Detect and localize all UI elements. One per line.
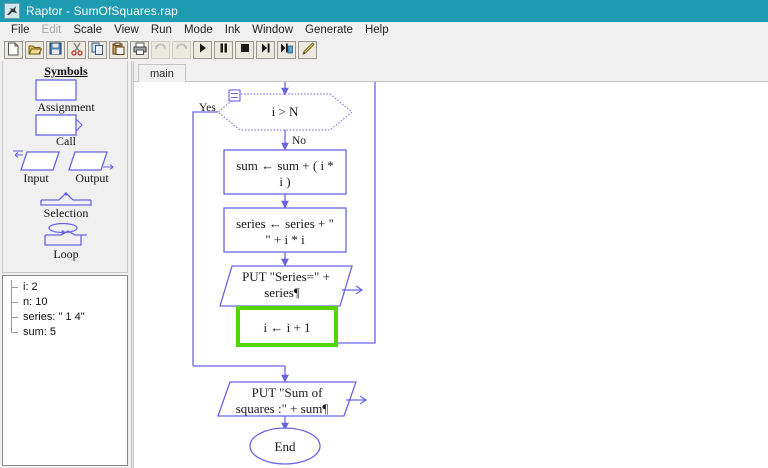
pause-icon[interactable] xyxy=(214,41,233,59)
end-label: End xyxy=(275,439,296,454)
watch-variable-series: series: " 1 4" xyxy=(3,310,127,325)
flowchart-edges xyxy=(192,82,376,431)
symbol-selection-shape[interactable] xyxy=(39,189,93,212)
menu-file[interactable]: File xyxy=(11,24,30,36)
symbol-call-label: Call xyxy=(56,134,76,148)
save-file-icon[interactable] xyxy=(46,41,65,59)
symbol-call-shape[interactable] xyxy=(35,114,87,141)
copy-icon[interactable] xyxy=(88,41,107,59)
pen-ink-icon[interactable] xyxy=(298,41,317,59)
left-panel: Symbols Assignment Call Input Output xyxy=(0,61,131,468)
menu-view[interactable]: View xyxy=(114,24,139,36)
assign-series-line2: " + i * i xyxy=(265,232,305,247)
symbol-output-label: Output xyxy=(75,171,109,185)
step-into-icon[interactable] xyxy=(277,41,296,59)
symbol-selection-label: Selection xyxy=(43,206,89,220)
watch-variable-n: n: 10 xyxy=(3,295,127,310)
symbol-loop-shape[interactable] xyxy=(37,222,93,256)
menu-ink[interactable]: Ink xyxy=(224,24,241,36)
menu-window[interactable]: Window xyxy=(252,24,293,36)
assign-sum-line1: sum ← sum + ( i * xyxy=(236,158,334,173)
decision-condition-text: i > N xyxy=(272,104,299,119)
stop-icon[interactable] xyxy=(235,41,254,59)
flowchart-node-assign-i[interactable]: i ← i + 1 xyxy=(236,306,338,347)
menu-generate[interactable]: Generate xyxy=(305,24,353,36)
flowchart-node-output-series[interactable]: PUT "Series=" + series¶ xyxy=(219,265,364,307)
open-file-icon[interactable] xyxy=(25,41,44,59)
run-play-icon[interactable] xyxy=(193,41,212,59)
symbol-input-label: Input xyxy=(23,171,49,185)
print-icon[interactable] xyxy=(130,41,149,59)
new-file-icon[interactable] xyxy=(4,41,23,59)
assign-i-line1: i ← i + 1 xyxy=(263,320,310,335)
symbol-input-shape[interactable] xyxy=(13,149,65,178)
watch-variable-sum: sum: 5 xyxy=(3,325,127,340)
menu-run[interactable]: Run xyxy=(150,24,172,36)
assign-series-line1: series ← series + " xyxy=(236,216,334,231)
symbols-palette: Symbols Assignment Call Input Output xyxy=(2,61,128,273)
watch-variable-i: i: 2 xyxy=(3,280,127,295)
panel-splitter[interactable] xyxy=(131,61,134,468)
symbol-loop-label: Loop xyxy=(53,247,79,261)
flowchart-node-output-sum[interactable]: PUT "Sum of squares :" + sum¶ xyxy=(217,381,368,417)
menu-help[interactable]: Help xyxy=(364,24,389,36)
title-bar: Raptor - SumOfSquares.rap xyxy=(0,0,768,22)
redo-icon xyxy=(172,41,191,59)
menu-bar: File Edit Scale View Run Mode Ink Window… xyxy=(0,22,768,39)
menu-mode[interactable]: Mode xyxy=(183,24,213,36)
flowchart-node-assign-series[interactable]: series ← series + " " + i * i xyxy=(223,207,347,253)
output-sum-line2: squares :" + sum¶ xyxy=(236,401,329,416)
decision-yes-label: Yes xyxy=(199,102,216,114)
symbol-assignment-shape[interactable] xyxy=(35,79,77,106)
raptor-icon xyxy=(4,3,20,19)
symbol-assignment-label: Assignment xyxy=(37,100,95,114)
paste-icon[interactable] xyxy=(109,41,128,59)
menu-scale[interactable]: Scale xyxy=(73,24,103,36)
tab-strip: main xyxy=(134,61,768,82)
flowchart-node-assign-sum[interactable]: sum ← sum + ( i * i ) xyxy=(223,149,347,195)
step-icon[interactable] xyxy=(256,41,275,59)
flowchart-node-end[interactable]: End xyxy=(249,427,321,465)
cut-icon[interactable] xyxy=(67,41,86,59)
toolbar: 125% xyxy=(0,39,768,99)
flowchart-canvas[interactable]: i > N Yes No sum ← sum + ( i * i ) serie… xyxy=(134,82,768,468)
symbols-panel-title: Symbols xyxy=(44,64,88,78)
output-series-line2: series¶ xyxy=(264,285,300,300)
symbol-output-shape[interactable] xyxy=(65,149,123,178)
menu-edit: Edit xyxy=(41,24,62,36)
output-sum-line1: PUT "Sum of xyxy=(252,385,323,400)
output-series-line1: PUT "Series=" + xyxy=(242,269,330,284)
undo-icon xyxy=(151,41,170,59)
flowchart-node-decision[interactable]: i > N Yes No xyxy=(199,89,306,147)
window-title: Raptor - SumOfSquares.rap xyxy=(26,4,178,18)
tab-main[interactable]: main xyxy=(138,64,186,82)
assign-sum-line2: i ) xyxy=(279,174,290,189)
decision-no-label: No xyxy=(292,135,306,147)
variable-watch-panel[interactable]: i: 2 n: 10 series: " 1 4" sum: 5 xyxy=(2,275,128,466)
